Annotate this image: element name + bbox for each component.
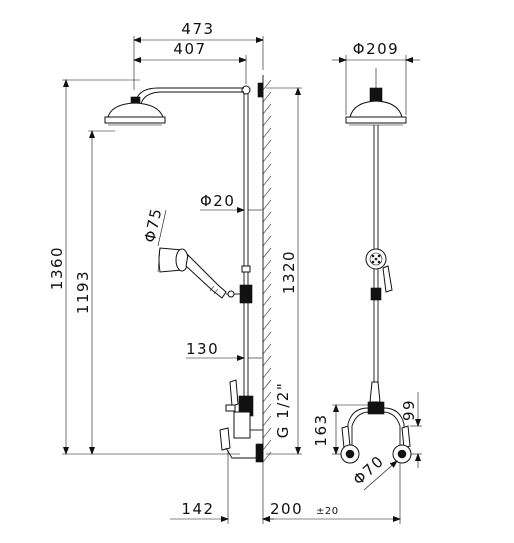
dim-head-diameter: Φ209 xyxy=(353,40,399,58)
dim-rail-height: 1320 xyxy=(280,250,298,294)
shower-head-front xyxy=(345,68,407,126)
side-view: 473 407 1360 1193 1320 Φ20 Φ75 130 G 1/2… xyxy=(48,20,401,524)
dim-tolerance: ±20 xyxy=(316,506,339,517)
dim-mixer-height: 163 xyxy=(312,413,330,446)
dim-handle-height: 99 xyxy=(400,399,418,421)
top-wall-bracket xyxy=(257,82,264,98)
dim-thread: G 1/2" xyxy=(274,382,292,438)
hand-shower-side xyxy=(157,247,227,299)
dim-mixer-offset: 130 xyxy=(186,340,219,358)
mixer-body-side xyxy=(219,379,264,463)
dim-handshower-diameter: Φ75 xyxy=(141,206,166,244)
dim-floor-offset: 142 xyxy=(181,500,214,518)
mixer-bar-front xyxy=(341,401,411,449)
riser-rail xyxy=(243,88,249,396)
front-view: Φ209 163 99 Φ70 xyxy=(312,40,422,491)
wall-rosettes xyxy=(340,444,412,464)
dim-rail-diameter: Φ20 xyxy=(200,192,235,210)
elbow-fitting xyxy=(241,85,251,95)
dim-line-rosette-diameter xyxy=(363,460,398,491)
slide-bracket xyxy=(226,284,253,304)
shower-arm xyxy=(135,87,244,105)
hand-shower-handle-front xyxy=(382,265,393,293)
dim-total-height: 1360 xyxy=(48,246,66,290)
rail-stop xyxy=(241,265,251,273)
dim-overall-reach: 473 xyxy=(181,20,214,38)
dim-spout-projection: 200 xyxy=(270,500,303,518)
wall-hatching xyxy=(262,75,272,463)
hand-shower-front xyxy=(365,248,387,270)
dim-head-height: 1193 xyxy=(74,270,92,314)
shower-head-side xyxy=(104,96,166,126)
diverter-handle-front xyxy=(369,381,381,403)
dim-arm-reach: 407 xyxy=(173,40,206,58)
slide-bracket-front xyxy=(370,287,382,301)
